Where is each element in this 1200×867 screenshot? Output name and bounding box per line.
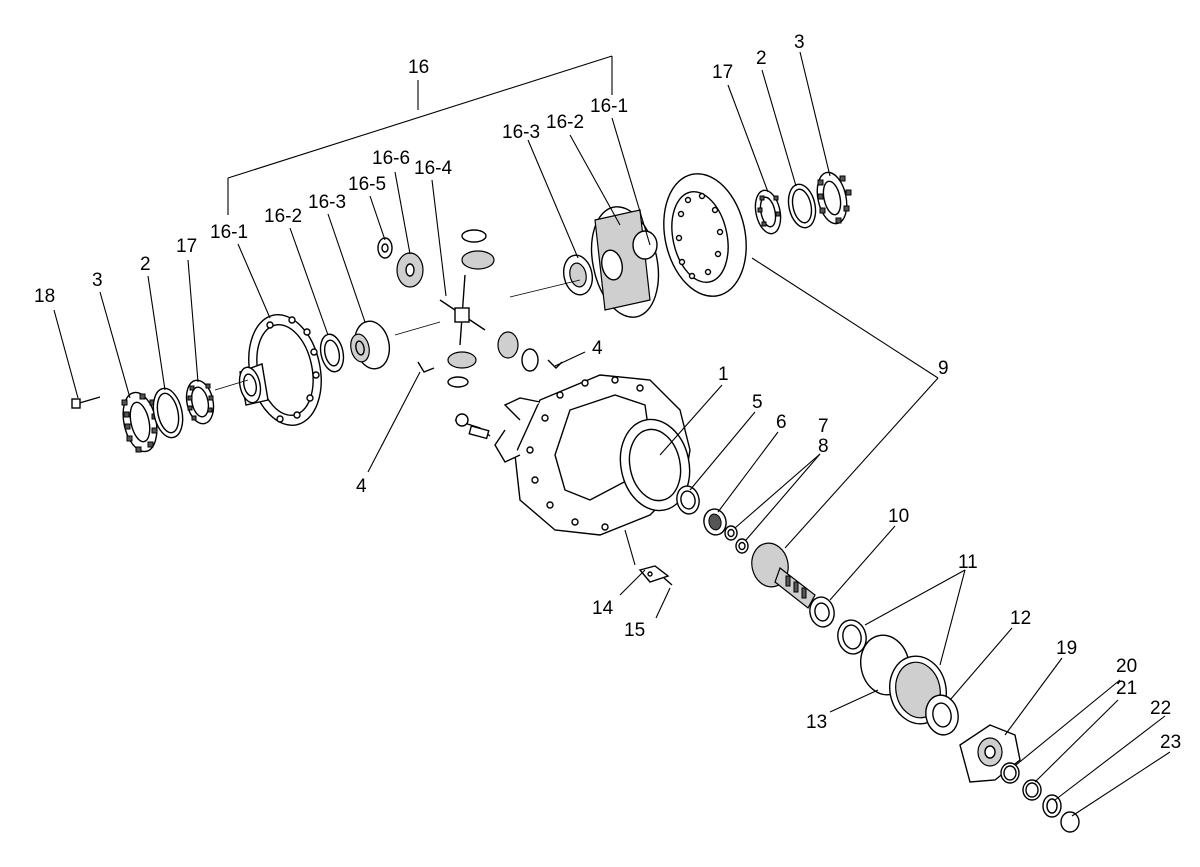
callout-23: 23: [1160, 732, 1181, 753]
thrust-washer-16-2-left: [319, 333, 345, 373]
axis-line-far-left: [214, 379, 249, 391]
bearing-cone-17-right: [754, 189, 782, 235]
callout-16-2-left: 16-2: [264, 206, 302, 227]
callout-12: 12: [1010, 608, 1031, 629]
callout-4-right: 4: [592, 338, 603, 359]
axis-line-right: [509, 279, 581, 298]
ring-23: [1060, 811, 1080, 833]
callout-13: 13: [806, 712, 827, 733]
callout-4-left: 4: [356, 476, 367, 497]
callout-16-2-top: 16-2: [546, 112, 584, 133]
ring-8: [735, 538, 749, 554]
lock-plate-14: [638, 565, 670, 583]
bearing-cup-2-right: [787, 183, 817, 229]
callout-18: 18: [34, 286, 55, 307]
side-gear-16-3-left: [350, 320, 391, 370]
callout-9: 9: [938, 358, 949, 379]
differential-case-half-16-1-left: [238, 314, 322, 426]
bearing-6: [703, 508, 727, 536]
spacer-5: [676, 485, 700, 515]
bearing-cup-11: [837, 619, 867, 655]
callout-19: 19: [1056, 638, 1077, 659]
differential-spider-16-4: [377, 229, 539, 388]
leader-lines: [53, 51, 1171, 817]
axis-line-left: [394, 321, 441, 336]
callout-1: 1: [718, 364, 729, 385]
bearing-10: [809, 596, 835, 628]
differential-carrier-housing-1: [454, 374, 691, 536]
washer-7: [724, 525, 738, 541]
drive-pinion: [751, 542, 816, 609]
ring-gear: [663, 173, 747, 297]
callout-16-3-top: 16-3: [502, 122, 540, 143]
callout-10: 10: [888, 506, 909, 527]
adjusting-ring-3-right: [816, 171, 852, 225]
callout-labels: 16 16-1 16-2 16-3 17 2 3 16-6 16-4 16-5 …: [34, 32, 1181, 753]
callout-16-3-left: 16-3: [308, 192, 346, 213]
callout-16: 16: [408, 57, 429, 78]
adjusting-ring-3-left: [121, 391, 158, 453]
callout-8: 8: [818, 436, 829, 457]
callout-6: 6: [776, 412, 787, 433]
seal-20: [1000, 762, 1020, 784]
callout-14: 14: [592, 598, 614, 619]
lock-pin-4-left: [417, 361, 435, 373]
callout-5: 5: [752, 392, 763, 413]
differential-case-half-16-1-right: [562, 206, 660, 318]
callout-2-left: 2: [140, 254, 151, 275]
bearing-cage-12: [889, 655, 959, 736]
callout-20: 20: [1116, 656, 1137, 677]
callout-16-1-top: 16-1: [590, 96, 628, 117]
callout-3-left: 3: [92, 270, 103, 291]
bearing-cup-2-left: [152, 387, 184, 439]
callout-16-6: 16-6: [372, 148, 410, 169]
callout-16-5: 16-5: [348, 174, 386, 195]
callout-3-top: 3: [794, 32, 805, 53]
callout-7: 7: [818, 416, 829, 437]
callout-22: 22: [1150, 698, 1171, 719]
callout-17-left: 17: [176, 236, 197, 257]
callout-21: 21: [1116, 678, 1137, 699]
callout-16-1-left: 16-1: [210, 222, 248, 243]
bolt-15: [663, 577, 673, 586]
nut-22: [1042, 794, 1062, 818]
callout-11: 11: [958, 552, 978, 573]
callout-17-top: 17: [712, 62, 733, 83]
callout-15: 15: [624, 620, 645, 641]
bearing-cone-17-left: [185, 379, 215, 425]
callout-2-top: 2: [756, 48, 767, 69]
washer-21: [1022, 779, 1042, 801]
callout-16-4: 16-4: [414, 158, 452, 179]
bolt-18: [71, 396, 101, 409]
